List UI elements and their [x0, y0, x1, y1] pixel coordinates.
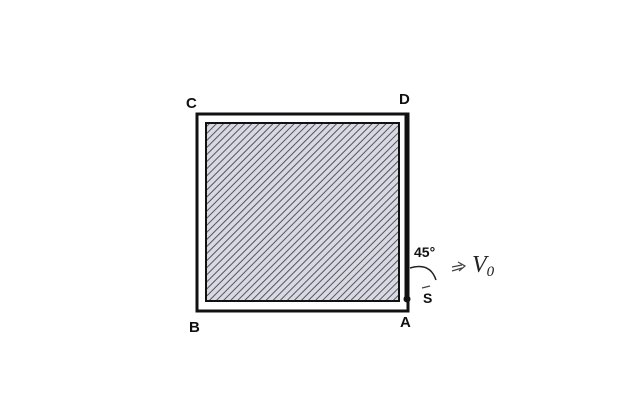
velocity-subscript: 0: [487, 264, 495, 280]
corner-label-d: D: [399, 91, 410, 108]
corner-label-a: A: [400, 314, 411, 331]
angle-arc: [409, 265, 437, 281]
corner-label-c: C: [186, 95, 197, 112]
source-point: [403, 295, 411, 303]
source-label: S: [423, 290, 432, 306]
outer-wall: [195, 112, 410, 313]
angle-label: 45°: [414, 244, 435, 260]
velocity-label: V0: [472, 252, 495, 280]
velocity-arrow-icon: [451, 261, 467, 272]
corner-label-b: B: [189, 319, 200, 336]
source-tick: [421, 285, 431, 289]
hatched-region: [205, 122, 400, 302]
velocity-symbol: V: [472, 252, 489, 278]
